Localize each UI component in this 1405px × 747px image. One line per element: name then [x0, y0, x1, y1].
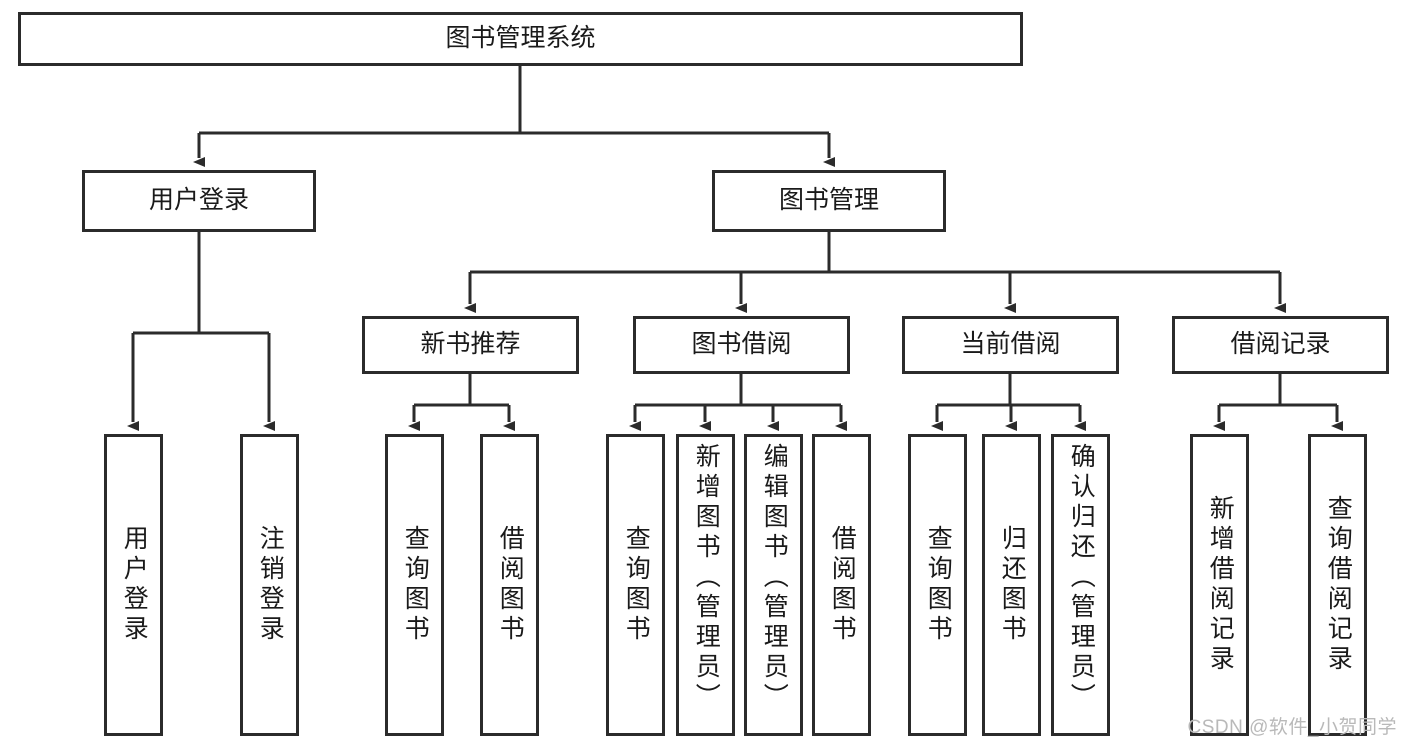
node-book-borrow[interactable]: 图书借阅	[633, 316, 850, 374]
edge-group-borrow-record	[1213, 374, 1343, 431]
edge-group-root	[193, 66, 835, 167]
node-leaf-borrow-book-2-label: 借阅图书	[828, 525, 857, 645]
node-root-label: 图书管理系统	[445, 24, 596, 53]
node-leaf-borrow-book-2[interactable]: 借阅图书	[812, 434, 871, 736]
edge-group-book-borrow	[629, 374, 847, 431]
node-book-borrow-label: 图书借阅	[691, 330, 792, 359]
node-root[interactable]: 图书管理系统	[18, 12, 1023, 66]
node-new-book-rec[interactable]: 新书推荐	[362, 316, 579, 374]
node-leaf-user-login[interactable]: 用户登录	[104, 434, 163, 736]
node-leaf-query-book-3-label: 查询图书	[924, 525, 953, 645]
node-leaf-query-book-2[interactable]: 查询图书	[606, 434, 665, 736]
node-book-manage-label: 图书管理	[778, 186, 879, 215]
node-borrow-record-label: 借阅记录	[1230, 330, 1331, 359]
node-leaf-borrow-book-1[interactable]: 借阅图书	[480, 434, 539, 736]
watermark-text: CSDN @软件_小贺同学	[1187, 717, 1397, 738]
node-leaf-query-book-1[interactable]: 查询图书	[385, 434, 444, 736]
node-book-manage[interactable]: 图书管理	[712, 170, 946, 232]
node-current-borrow-label: 当前借阅	[960, 330, 1061, 359]
node-leaf-add-book-label: 新增图书（管理员）	[692, 443, 721, 713]
node-leaf-add-book[interactable]: 新增图书（管理员）	[676, 434, 735, 736]
edge-group-user-login	[127, 232, 275, 431]
node-leaf-user-logout[interactable]: 注销登录	[240, 434, 299, 736]
node-leaf-edit-book-label: 编辑图书（管理员）	[760, 443, 789, 713]
node-user-login-label: 用户登录	[148, 186, 249, 215]
node-leaf-borrow-book-1-label: 借阅图书	[496, 525, 525, 645]
node-leaf-add-record-label: 新增借阅记录	[1206, 495, 1235, 675]
node-leaf-query-book-2-label: 查询图书	[622, 525, 651, 645]
node-leaf-query-record-label: 查询借阅记录	[1324, 495, 1353, 675]
node-leaf-query-book-1-label: 查询图书	[401, 525, 430, 645]
node-leaf-return-book[interactable]: 归还图书	[982, 434, 1041, 736]
node-leaf-confirm-return[interactable]: 确认归还（管理员）	[1051, 434, 1110, 736]
node-current-borrow[interactable]: 当前借阅	[902, 316, 1119, 374]
node-user-login[interactable]: 用户登录	[82, 170, 316, 232]
node-leaf-query-record[interactable]: 查询借阅记录	[1308, 434, 1367, 736]
node-leaf-edit-book[interactable]: 编辑图书（管理员）	[744, 434, 803, 736]
node-leaf-return-book-label: 归还图书	[998, 525, 1027, 645]
node-new-book-rec-label: 新书推荐	[420, 330, 521, 359]
edge-group-current-borrow	[931, 374, 1086, 431]
node-leaf-add-record[interactable]: 新增借阅记录	[1190, 434, 1249, 736]
node-leaf-user-login-label: 用户登录	[120, 525, 149, 645]
node-leaf-user-logout-label: 注销登录	[256, 525, 285, 645]
node-leaf-query-book-3[interactable]: 查询图书	[908, 434, 967, 736]
edge-group-book-manage	[464, 232, 1286, 313]
node-borrow-record[interactable]: 借阅记录	[1172, 316, 1389, 374]
node-leaf-confirm-return-label: 确认归还（管理员）	[1067, 443, 1096, 713]
edge-group-new-book-rec	[408, 374, 515, 431]
